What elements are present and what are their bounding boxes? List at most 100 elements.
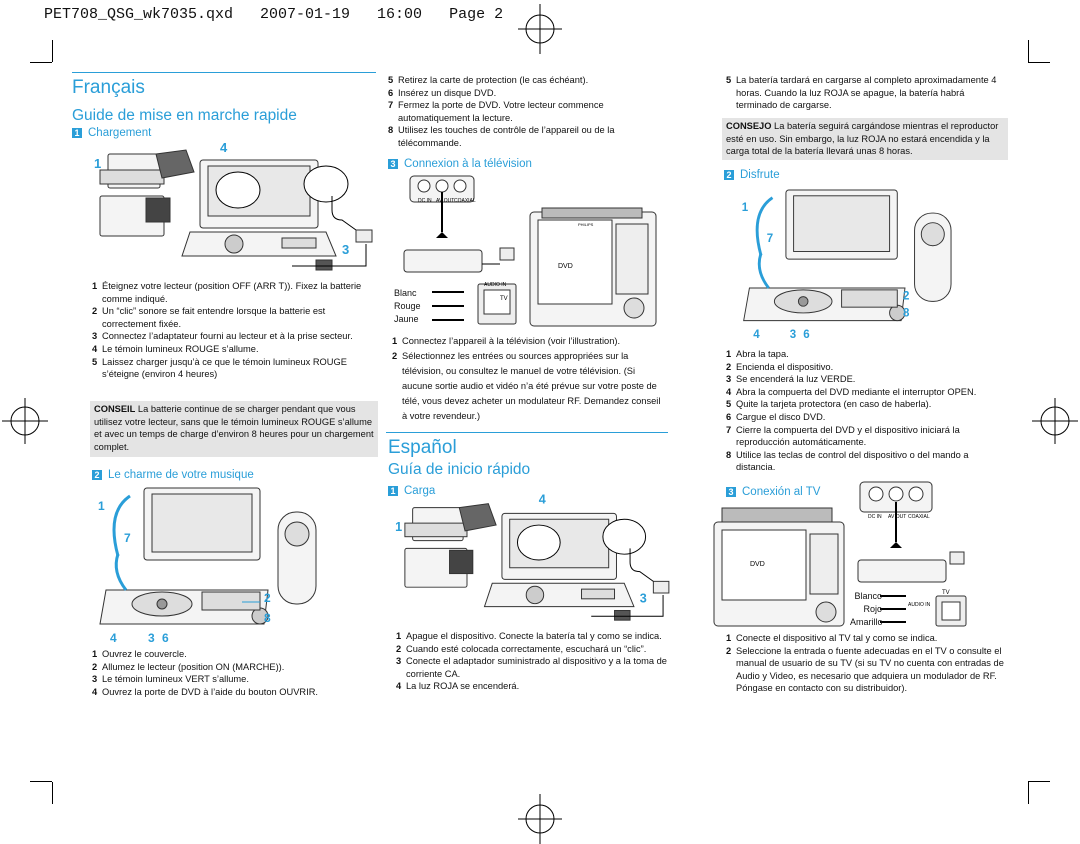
cable-label: Blanco <box>854 591 882 601</box>
section-title: Conexión al TV <box>742 486 821 498</box>
section-number: 2 <box>724 170 734 180</box>
section-number: 1 <box>72 128 82 138</box>
playback-illustration: 1 7 2 8 4 3 6 <box>98 487 317 645</box>
jack-label: DC IN <box>418 198 432 204</box>
crop-mark <box>30 781 52 782</box>
tv-label: TV <box>500 296 508 302</box>
registration-mark-right <box>1032 398 1078 444</box>
tv-connection-illustration: DC IN AV OUT COAXIAL AUDIO IN TV DVD PHI… <box>403 175 657 327</box>
language-title-fr: Français <box>72 77 145 98</box>
tip-box-es: CONSEJO La batería seguirá cargándose mi… <box>722 118 1008 160</box>
jack-label: COAXIAL <box>454 198 476 204</box>
callout-number: 8 <box>903 308 910 320</box>
crop-mark <box>1028 62 1050 63</box>
cable-label: Amarillo <box>850 617 883 627</box>
callout-number: 6 <box>803 329 809 341</box>
playback-illustration: 1 7 2 8 4 3 6 <box>742 189 952 341</box>
cable-label: Rojo <box>863 604 882 614</box>
section-rule <box>386 432 668 433</box>
tv-connection-illustration: DC IN AV OUT COAXIAL AUDIO IN TV DVD <box>713 481 967 627</box>
tv-label: TV <box>942 590 950 596</box>
section-heading-tv-fr: 3 Connexion à la télévision <box>388 158 532 170</box>
callout-number: 4 <box>220 140 228 155</box>
callout-number: 7 <box>767 233 773 245</box>
section-heading-charge-fr: 1 Chargement <box>72 127 151 139</box>
callout-number: 1 <box>395 520 402 534</box>
section-heading-charge-es: 1 Carga <box>388 485 435 497</box>
callout-number: 4 <box>753 329 760 341</box>
section-number: 3 <box>388 159 398 169</box>
dvd-logo: DVD <box>558 263 573 270</box>
registration-mark-top <box>518 4 562 54</box>
tv-input-label: AUDIO IN <box>908 602 931 608</box>
callout-number: 3 <box>640 592 647 606</box>
callout-number: 2 <box>264 591 271 605</box>
callout-number: 1 <box>742 202 749 214</box>
callout-number: 4 <box>539 494 546 507</box>
callout-number: 3 <box>790 329 796 341</box>
registration-mark-left <box>2 398 48 444</box>
dvd-logo: DVD <box>750 561 765 568</box>
section-heading-music-fr: 2 Le charme de votre musique <box>92 469 254 481</box>
crop-mark <box>1028 782 1029 804</box>
callout-number: 7 <box>124 531 131 545</box>
guide-title-fr: Guide de mise en marche rapide <box>72 107 297 124</box>
registration-mark-bottom <box>518 794 562 844</box>
section-rule <box>72 72 376 73</box>
language-title-es: Español <box>388 437 457 458</box>
section-heading-tv-es: 3 Conexión al TV <box>726 486 820 498</box>
callout-number: 2 <box>903 290 909 302</box>
section-heading-enjoy-es: 2 Disfrute <box>724 169 780 181</box>
section-title: Disfrute <box>740 169 780 181</box>
charging-illustration: 1 4 3 <box>94 140 373 271</box>
cable-label: Jaune <box>394 314 419 324</box>
cable-labels-fr: Blanc Rouge Jaune <box>394 287 421 326</box>
section-title: Connexion à la télévision <box>404 158 532 170</box>
section-number: 3 <box>726 487 736 497</box>
crop-mark <box>30 62 52 63</box>
tip-box-fr: CONSEIL La batterie continue de se charg… <box>90 401 378 457</box>
jack-label: DC IN <box>868 514 882 520</box>
section-title: Chargement <box>88 127 152 139</box>
charging-illustration: 1 4 3 <box>395 494 670 621</box>
callout-number: 3 <box>342 242 349 257</box>
callout-number: 4 <box>110 631 117 645</box>
section-title: Le charme de votre musique <box>108 469 254 481</box>
jack-label: AV OUT <box>888 514 906 520</box>
section-number: 2 <box>92 470 102 480</box>
section-title: Carga <box>404 485 436 497</box>
callout-number: 1 <box>94 156 101 171</box>
crop-mark <box>1028 781 1050 782</box>
jack-label: COAXIAL <box>908 514 930 520</box>
